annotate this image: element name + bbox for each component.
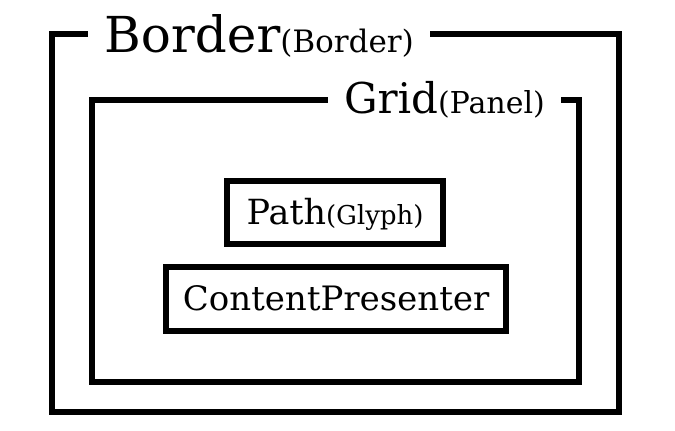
content-presenter-label: ContentPresenter xyxy=(182,279,490,319)
path-name: Path xyxy=(246,192,326,233)
grid-label: Grid (Panel) xyxy=(328,78,561,124)
border-label: Border (Border) xyxy=(88,10,430,62)
border-name: Border xyxy=(104,6,281,64)
grid-name: Grid xyxy=(344,74,438,123)
border-type: (Border) xyxy=(280,24,414,60)
path-box: Path (Glyph) xyxy=(224,178,446,247)
path-type: (Glyph) xyxy=(326,200,424,231)
content-presenter-box: ContentPresenter xyxy=(163,264,509,334)
grid-type: (Panel) xyxy=(437,86,545,121)
path-label: Path (Glyph) xyxy=(230,184,440,241)
